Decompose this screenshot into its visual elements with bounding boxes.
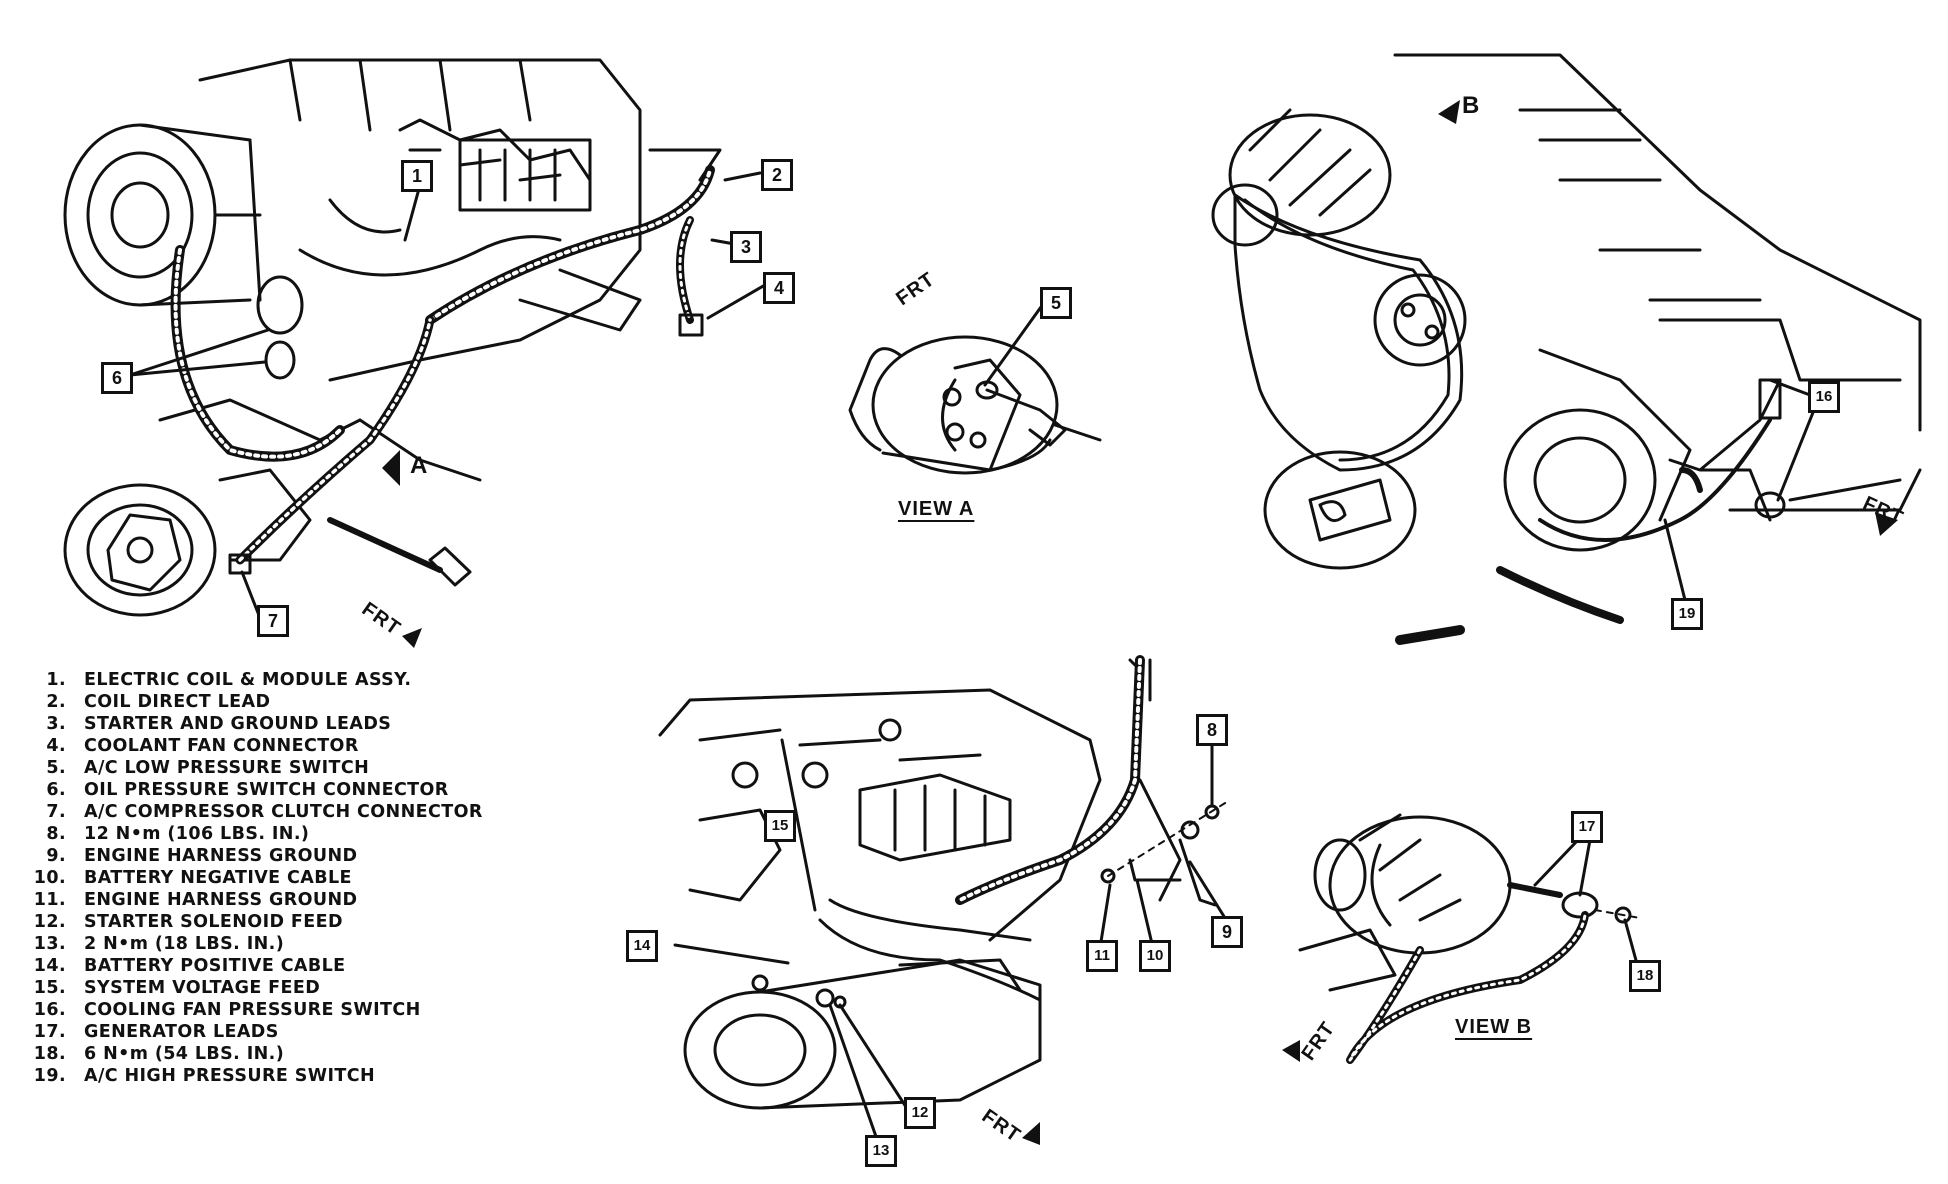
legend-item: 15.SYSTEM VOLTAGE FEED — [33, 978, 321, 998]
legend-item: 1.ELECTRIC COIL & MODULE ASSY. — [46, 670, 412, 690]
callout-1: 1 — [401, 160, 433, 192]
view-b-arrow-letter: B — [1462, 92, 1481, 119]
legend-item: 7.A/C COMPRESSOR CLUTCH CONNECTOR — [46, 802, 483, 822]
legend-item: 14.BATTERY POSITIVE CABLE — [33, 956, 346, 976]
legend-item: 4.COOLANT FAN CONNECTOR — [46, 736, 359, 756]
legend-item: 18.6 N•m (54 LBS. IN.) — [33, 1044, 285, 1064]
callout-3: 3 — [730, 231, 762, 263]
callout-10: 10 — [1139, 940, 1171, 972]
legend-item: 6.OIL PRESSURE SWITCH CONNECTOR — [46, 780, 449, 800]
callout-6: 6 — [101, 362, 133, 394]
view-a-arrow-letter: A — [410, 452, 429, 479]
legend-item: 2.COIL DIRECT LEAD — [46, 692, 271, 712]
legend-item: 5.A/C LOW PRESSURE SWITCH — [46, 758, 370, 778]
callout-2: 2 — [761, 159, 793, 191]
legend-item: 3.STARTER AND GROUND LEADS — [46, 714, 392, 734]
top-left-engine-view — [63, 58, 1048, 648]
callout-12: 12 — [904, 1097, 936, 1129]
callout-17: 17 — [1571, 811, 1603, 843]
legend-item: 12.STARTER SOLENOID FEED — [33, 912, 343, 932]
parts-legend: 1.ELECTRIC COIL & MODULE ASSY. 2.COIL DI… — [18, 669, 483, 1087]
callout-8: 8 — [1196, 714, 1228, 746]
callout-18: 18 — [1629, 960, 1661, 992]
view-a-label: VIEW A — [898, 498, 975, 520]
legend-item: 8.12 N•m (106 LBS. IN.) — [46, 824, 310, 844]
callout-15: 15 — [764, 810, 796, 842]
legend-item: 9.ENGINE HARNESS GROUND — [46, 846, 358, 866]
callout-4: 4 — [763, 272, 795, 304]
callout-19: 19 — [1671, 598, 1703, 630]
callout-9: 9 — [1211, 916, 1243, 948]
view-b-label: VIEW B — [1455, 1016, 1533, 1038]
callout-7: 7 — [257, 605, 289, 637]
callout-14: 14 — [626, 930, 658, 962]
callout-16: 16 — [1808, 381, 1840, 413]
callout-13: 13 — [865, 1135, 897, 1167]
legend-item: 13.2 N•m (18 LBS. IN.) — [33, 934, 285, 954]
callout-5: 5 — [1040, 287, 1072, 319]
view-a-detail — [848, 335, 1102, 475]
callout-11: 11 — [1086, 940, 1118, 972]
bottom-starter-view — [658, 655, 1231, 1150]
legend-item: 17.GENERATOR LEADS — [33, 1022, 279, 1042]
legend-item: 10.BATTERY NEGATIVE CABLE — [33, 868, 352, 888]
legend-item: 19.A/C HIGH PRESSURE SWITCH — [33, 1066, 375, 1086]
legend-item: 16.COOLING FAN PRESSURE SWITCH — [33, 1000, 421, 1020]
legend-item: 11.ENGINE HARNESS GROUND — [33, 890, 358, 910]
top-right-accessory-view — [1211, 53, 1922, 645]
